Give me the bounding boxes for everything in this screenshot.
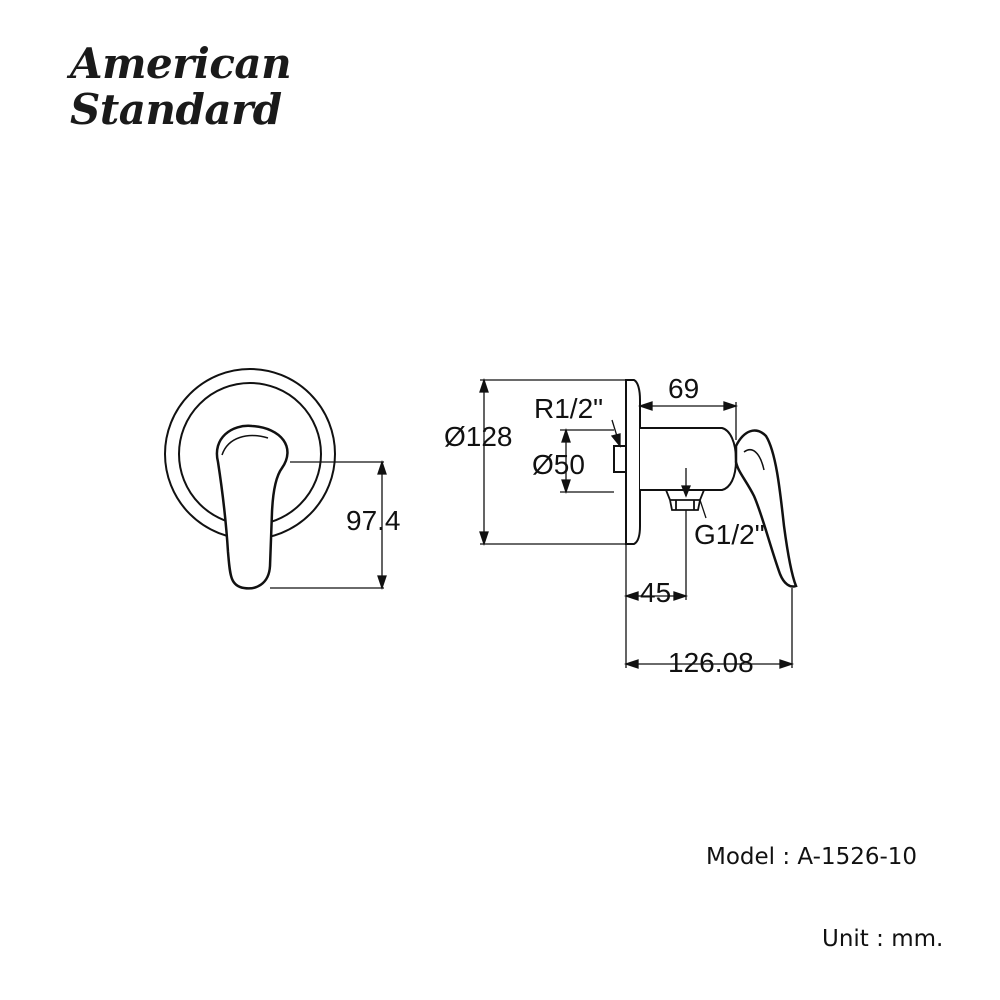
height-dimension-label: 97.4 — [346, 505, 401, 536]
side-lever-highlight — [743, 449, 765, 471]
side-escutcheon-plate — [625, 379, 641, 545]
side-outlet-nut — [665, 489, 705, 511]
projection-label: 69 — [668, 373, 699, 404]
american-standard-logo: American Standard — [70, 40, 292, 134]
body-diameter-label: Ø50 — [532, 449, 585, 480]
side-lever-handle — [734, 429, 798, 588]
total-depth-dimension — [623, 588, 795, 669]
brand-line-2: Standard — [70, 85, 282, 134]
side-valve-body — [640, 427, 738, 491]
outlet-thread-leader — [681, 468, 707, 519]
outlet-offset-dimension — [623, 510, 689, 668]
projection-dimension — [637, 401, 739, 440]
model-number: Model : A-1526-10 — [706, 844, 918, 870]
unit-label: Unit : mm. — [822, 926, 944, 952]
height-dimension — [270, 459, 387, 591]
front-view — [164, 368, 336, 590]
outlet-thread-label: G1/2" — [694, 519, 765, 550]
outlet-offset-label: 45 — [640, 577, 671, 608]
side-view — [613, 379, 798, 588]
side-inlet-thread — [613, 445, 627, 473]
inlet-thread-label: R1/2" — [534, 393, 603, 424]
front-handle-inner-line — [221, 434, 269, 456]
body-diameter-dimension — [560, 427, 614, 495]
total-depth-label: 126.08 — [668, 647, 754, 678]
front-handle-lever — [215, 424, 289, 590]
brand-line-1: American — [70, 39, 292, 88]
plate-diameter-dimension — [479, 377, 626, 547]
plate-diameter-label: Ø128 — [444, 421, 513, 452]
inlet-thread-leader — [610, 419, 621, 448]
